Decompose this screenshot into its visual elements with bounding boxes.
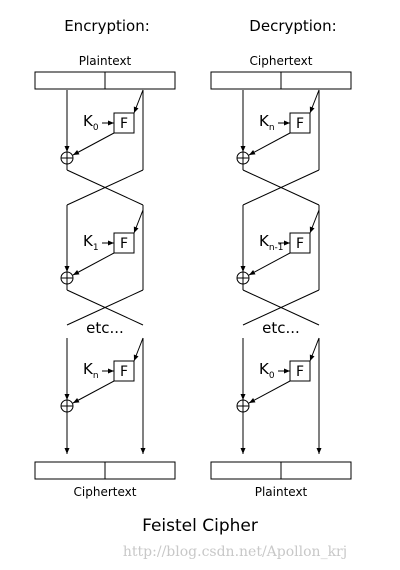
- encryption-top-label: Plaintext: [79, 54, 132, 68]
- right-to-f-arrow-head: [309, 226, 315, 233]
- decryption-header: Decryption:: [249, 17, 336, 35]
- left-to-xor-arrow-head: [240, 266, 246, 272]
- f-to-xor-arrow-head: [249, 269, 256, 275]
- swap-line-b: [66, 289, 144, 326]
- xor-symbol: [236, 151, 250, 165]
- xor-symbol: [60, 399, 74, 413]
- encryption-header: Encryption:: [64, 17, 150, 35]
- left-to-output-arrow-head: [240, 448, 246, 454]
- f-to-xor-arrow-line: [248, 132, 291, 156]
- left-to-xor-arrow-head: [64, 394, 70, 400]
- round-key-label: Kn-1: [259, 232, 284, 253]
- xor-symbol: [60, 271, 74, 285]
- right-to-f-arrow-head: [133, 226, 139, 233]
- f-to-xor-arrow-line: [248, 252, 291, 276]
- f-function-label: F: [296, 236, 304, 252]
- f-function-label: F: [120, 364, 128, 380]
- decryption-top-label: Ciphertext: [250, 54, 313, 68]
- round-key-label: Kn: [83, 360, 99, 381]
- f-to-xor-arrow-line: [72, 252, 115, 276]
- f-to-xor-arrow-line: [72, 132, 115, 156]
- right-to-output-arrow-head: [316, 448, 322, 454]
- decryption-etc-label: etc...: [262, 319, 300, 337]
- left-to-output-arrow-head: [64, 448, 70, 454]
- key-arrow-head: [108, 240, 114, 246]
- right-to-f-arrow-head: [133, 354, 139, 361]
- decryption-round-2: F Kn-1: [236, 209, 320, 326]
- swap-line-b: [242, 289, 320, 326]
- right-to-output-arrow-head: [140, 448, 146, 454]
- left-to-xor-arrow-head: [64, 146, 70, 152]
- key-arrow-head: [284, 120, 290, 126]
- f-function-label: F: [120, 236, 128, 252]
- left-to-xor-arrow-head: [240, 146, 246, 152]
- left-to-xor-arrow-head: [64, 266, 70, 272]
- key-arrow-head: [108, 368, 114, 374]
- f-to-xor-arrow-head: [249, 149, 256, 155]
- round-key-label: K1: [83, 232, 99, 253]
- right-to-f-arrow-head: [309, 106, 315, 113]
- decryption-bottom-label: Plaintext: [255, 485, 308, 499]
- f-function-label: F: [120, 116, 128, 132]
- right-to-f-arrow-head: [133, 106, 139, 113]
- f-to-xor-arrow-head: [73, 397, 80, 403]
- swap-line-b: [242, 169, 320, 206]
- encryption-round-3: F Kn: [60, 337, 146, 454]
- round-key-label: Kn: [259, 112, 275, 133]
- f-to-xor-arrow-head: [73, 269, 80, 275]
- f-to-xor-arrow-line: [248, 380, 291, 404]
- xor-symbol: [60, 151, 74, 165]
- key-arrow-head: [284, 240, 290, 246]
- swap-line-b: [66, 169, 144, 206]
- xor-symbol: [236, 399, 250, 413]
- diagram-title: Feistel Cipher: [142, 516, 258, 536]
- f-to-xor-arrow-head: [249, 397, 256, 403]
- round-key-label: K0: [83, 112, 99, 133]
- right-to-f-arrow-head: [309, 354, 315, 361]
- f-function-label: F: [296, 116, 304, 132]
- decryption-round-1: F Kn: [236, 89, 320, 210]
- left-to-xor-arrow-head: [240, 394, 246, 400]
- watermark: http://blog.csdn.net/Apollon_krj: [123, 544, 347, 560]
- xor-symbol: [236, 271, 250, 285]
- key-arrow-head: [284, 368, 290, 374]
- encryption-round-2: F K1: [60, 209, 144, 326]
- key-arrow-head: [108, 120, 114, 126]
- encryption-round-1: F K0: [60, 89, 144, 210]
- encryption-etc-label: etc...: [86, 319, 124, 337]
- encryption-bottom-label: Ciphertext: [74, 485, 137, 499]
- f-function-label: F: [296, 364, 304, 380]
- f-to-xor-arrow-line: [72, 380, 115, 404]
- round-key-label: K0: [259, 360, 275, 381]
- f-to-xor-arrow-head: [73, 149, 80, 155]
- decryption-round-3: F K0: [236, 337, 322, 454]
